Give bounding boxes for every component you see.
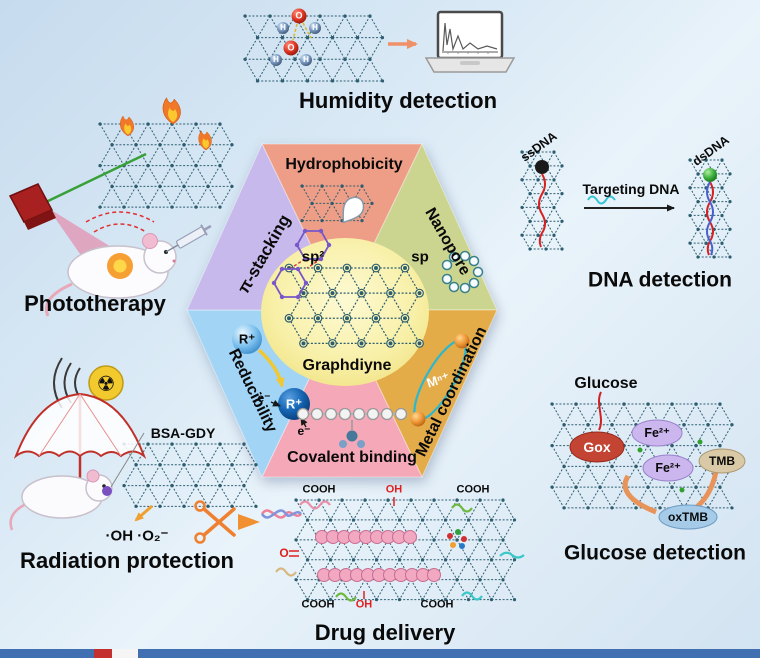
glucose-assay-icons (569, 391, 746, 530)
scissors-icon (194, 500, 236, 544)
pi-stacking-icon (271, 228, 332, 300)
dsdna-strand-icon (703, 168, 717, 256)
functional-group-ties (289, 497, 395, 599)
ssdna-strand-icon (535, 160, 549, 248)
covalent-chain-icon (296, 407, 408, 448)
drug-row-2 (317, 568, 441, 582)
targeting-arrow-icon (584, 195, 675, 212)
humidity-lattice (243, 14, 385, 83)
bsa-gdy-dot (102, 486, 112, 496)
hexagon-panel (186, 142, 498, 479)
banner-fragment-white (112, 649, 138, 658)
dsdna-lattice (688, 158, 732, 259)
tmb-bubble (698, 448, 746, 474)
radiation-mouse-figure (9, 432, 145, 531)
cut-arrow-icon (238, 514, 260, 530)
bottom-banner (0, 649, 760, 658)
polymer-squiggles (275, 500, 525, 602)
flame-icon (198, 130, 212, 151)
fe-bubble-1 (631, 419, 683, 447)
laser-device-icon (8, 183, 56, 230)
water-molecules-icon (270, 8, 321, 66)
fe-bubble-2 (642, 454, 694, 482)
drug-molecule-icons (275, 497, 525, 602)
heat-arcs-icon (85, 211, 155, 233)
banner-fragment-red (94, 649, 112, 658)
center-ellipse (261, 238, 429, 386)
phototherapy-mouse-figure (45, 233, 177, 317)
metal-coordination-icon (410, 333, 470, 427)
drug-row-1 (315, 530, 417, 544)
dna-helix-icon (260, 509, 302, 519)
reducibility-icon (232, 324, 310, 428)
laptop-icon (424, 10, 516, 73)
nanopore-icon (441, 250, 484, 294)
water-droplet-icon (342, 196, 365, 224)
oxtmb-bubble (658, 504, 718, 530)
laser-fiber-icon (45, 152, 147, 204)
syringe-icon (165, 224, 212, 253)
flame-icon (119, 115, 135, 137)
phototherapy-lattice (98, 122, 234, 209)
drug-cluster-icon (447, 529, 467, 549)
svg-text:☢: ☢ (97, 373, 116, 396)
radiation-symbol-icon: ☢ (88, 365, 124, 401)
ssdna-lattice (520, 150, 564, 251)
graphdiyne-core-lattice (284, 263, 424, 348)
gox-bubble (569, 431, 625, 463)
ros-arrow-icon (134, 504, 153, 522)
drug-lattice (294, 498, 517, 602)
radiation-lattice (122, 442, 258, 508)
flame-icon (162, 97, 182, 125)
